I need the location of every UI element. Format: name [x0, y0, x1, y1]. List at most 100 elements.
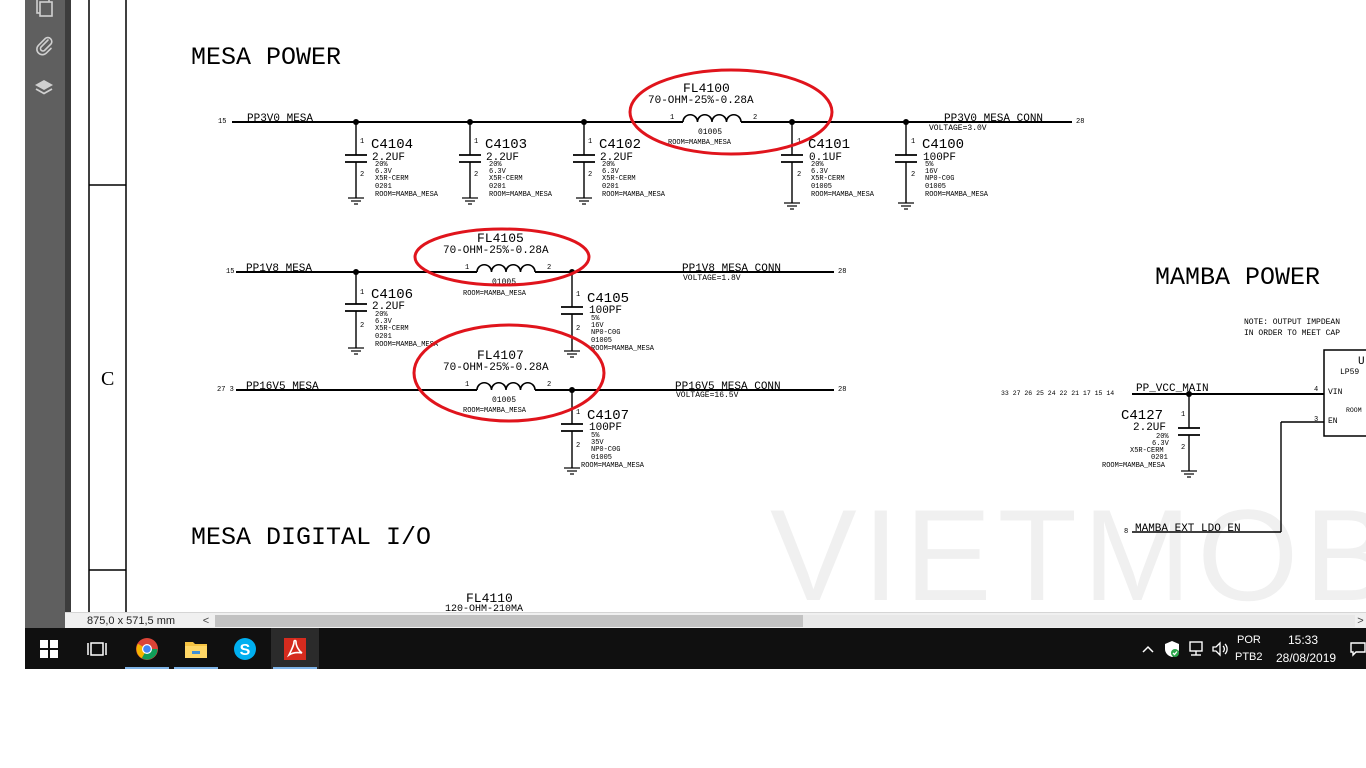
svg-text:6.3V: 6.3V — [602, 168, 620, 176]
svg-text:MAMBA_EXT_LDO_EN: MAMBA_EXT_LDO_EN — [1135, 523, 1241, 535]
regulator-ic[interactable]: U LP59 4 VIN ROOM 3 EN — [1314, 349, 1366, 437]
svg-text:C4100: C4100 — [922, 137, 964, 153]
cap-c4103[interactable]: 1 2 C4103 2.2UF 20% 6.3V X5R-CERM 0201 R… — [459, 119, 553, 205]
scroll-right-button[interactable]: > — [1357, 615, 1364, 627]
mamba-note-line1: NOTE: OUTPUT IMPDEAN — [1244, 318, 1340, 327]
svg-text:ROOM=MAMBA_MESA: ROOM=MAMBA_MESA — [811, 191, 875, 199]
filter-fl4107[interactable]: FL4107 70-OHM-25%-0.28A 1 2 01005 ROOM=M… — [443, 348, 551, 415]
keyboard-layout[interactable]: PTB2 — [1235, 651, 1263, 663]
horizontal-scrollbar[interactable] — [215, 615, 1355, 627]
status-bar: 875,0 x 571,5 mm < > — [65, 612, 1366, 629]
svg-text:FL4100: FL4100 — [683, 81, 730, 96]
taskbar-skype[interactable]: S — [221, 628, 269, 669]
svg-text:VIN: VIN — [1328, 388, 1343, 397]
svg-text:1: 1 — [576, 409, 580, 417]
mamba-note-line2: IN ORDER TO MEET CAP — [1244, 329, 1340, 338]
pages-thumbnail-icon[interactable] — [30, 0, 58, 22]
svg-text:ROOM=MAMBA_MESA: ROOM=MAMBA_MESA — [375, 341, 439, 349]
svg-text:20%: 20% — [375, 161, 388, 169]
svg-text:2: 2 — [576, 442, 580, 450]
chrome-icon — [136, 637, 158, 660]
layers-icon[interactable] — [30, 74, 58, 102]
cap-c4127[interactable]: 1 2 C4127 2.2UF 20% 6.3V X5R-CERM 0201 R… — [1102, 394, 1200, 478]
horizontal-scroll-thumb[interactable] — [215, 615, 803, 627]
svg-text:01005: 01005 — [492, 278, 516, 287]
svg-text:2: 2 — [753, 114, 757, 122]
svg-text:5%: 5% — [925, 161, 934, 169]
highlight-circle-fl4100 — [628, 68, 834, 156]
svg-text:C4104: C4104 — [371, 137, 413, 153]
svg-text:0201: 0201 — [375, 333, 392, 341]
cap-c4104[interactable]: 1 2 C4104 2.2UF 20% 6.3V X5R-CERM 0201 R… — [345, 119, 439, 205]
svg-text:15: 15 — [226, 268, 234, 276]
svg-text:2: 2 — [576, 325, 580, 333]
running-indicator — [273, 667, 317, 669]
svg-text:ROOM=MAMBA_MESA: ROOM=MAMBA_MESA — [668, 139, 732, 147]
svg-text:2.2UF: 2.2UF — [372, 152, 405, 164]
clock-time[interactable]: 15:33 — [1288, 633, 1319, 647]
svg-text:8: 8 — [1124, 528, 1128, 536]
svg-text:X5R-CERM: X5R-CERM — [811, 175, 845, 183]
svg-text:X5R-CERM: X5R-CERM — [375, 175, 409, 183]
start-button[interactable] — [25, 628, 73, 669]
clock-date[interactable]: 28/08/2019 — [1276, 651, 1337, 665]
svg-text:2.2UF: 2.2UF — [1133, 422, 1166, 434]
schematic-page[interactable]: VIETMOB C MESA POWER MESA DIGITAL I/O MA… — [71, 0, 1366, 612]
svg-text:ROOM=MAMBA_MESA: ROOM=MAMBA_MESA — [489, 191, 553, 199]
cap-c4106[interactable]: 1 2 C4106 2.2UF 20% 6.3V X5R-CERM 0201 R… — [345, 269, 439, 355]
cap-c4107[interactable]: 1 2 C4107 100PF 5% 35V NP0-C0G 01005 ROO… — [561, 387, 645, 475]
net-label-pp1v8-mesa-conn: PP1V8_MESA_CONN — [682, 263, 781, 275]
svg-text:2: 2 — [474, 171, 478, 179]
svg-text:C4101: C4101 — [808, 137, 850, 153]
svg-text:2: 2 — [547, 381, 551, 389]
input-language[interactable]: POR — [1237, 634, 1261, 646]
svg-text:100PF: 100PF — [589, 422, 622, 434]
svg-text:ROOM=MAMBA_MESA: ROOM=MAMBA_MESA — [602, 191, 666, 199]
cap-c4105[interactable]: 1 2 C4105 100PF 5% 16V NP0-C0G 01005 ROO… — [561, 269, 655, 358]
filter-fl4105[interactable]: FL4105 70-OHM-25%-0.28A 1 2 01005 ROOM=M… — [443, 231, 551, 298]
cap-c4100[interactable]: 1 2 C4100 100PF 5% 16V NP0-C0G 01005 ROO… — [895, 119, 989, 210]
task-view-button[interactable] — [73, 628, 121, 669]
svg-text:ROOM=MAMBA_MESA: ROOM=MAMBA_MESA — [375, 191, 439, 199]
svg-text:28: 28 — [838, 268, 846, 276]
folder-icon — [185, 641, 207, 658]
highlight-circle-fl4107 — [412, 323, 606, 423]
svg-text:100PF: 100PF — [923, 152, 956, 164]
svg-text:6.3V: 6.3V — [1152, 440, 1170, 448]
taskbar-file-explorer[interactable] — [172, 628, 220, 669]
cap-c4101[interactable]: 1 2 C4101 0.1UF 20% 6.3V X5R-CERM 01005 … — [781, 119, 875, 210]
windows-logo-icon — [40, 639, 58, 658]
taskbar-acrobat[interactable] — [271, 628, 319, 669]
svg-text:01005: 01005 — [591, 337, 612, 345]
section-title-mesa-digital-io: MESA DIGITAL I/O — [191, 523, 431, 552]
svg-text:C4106: C4106 — [371, 287, 413, 303]
volume-tray[interactable] — [1209, 628, 1231, 669]
svg-text:2: 2 — [588, 171, 592, 179]
svg-text:NP0-C0G: NP0-C0G — [591, 446, 620, 454]
filter-fl4110[interactable]: FL4110 120-OHM-210MA — [445, 591, 523, 612]
show-hidden-icons-button[interactable] — [1138, 628, 1158, 669]
network-tray[interactable] — [1185, 628, 1207, 669]
notification-center-button[interactable] — [1350, 628, 1366, 669]
svg-text:16V: 16V — [591, 322, 604, 330]
taskbar-chrome[interactable] — [123, 628, 171, 669]
cap-c4102[interactable]: 1 2 C4102 2.2UF 20% 6.3V X5R-CERM 0201 R… — [573, 119, 666, 205]
page-size-readout: 875,0 x 571,5 mm — [87, 615, 176, 627]
svg-text:C4127: C4127 — [1121, 408, 1163, 424]
filter-fl4100[interactable]: FL4100 70-OHM-25%-0.28A 1 2 01005 ROOM=M… — [648, 81, 757, 147]
svg-text:1: 1 — [360, 289, 364, 297]
attachments-paperclip-icon[interactable] — [30, 31, 58, 59]
svg-text:120-OHM-210MA: 120-OHM-210MA — [445, 604, 523, 612]
svg-text:70-OHM-25%-0.28A: 70-OHM-25%-0.28A — [443, 245, 549, 257]
notification-icon — [1350, 641, 1366, 657]
svg-text:70-OHM-25%-0.28A: 70-OHM-25%-0.28A — [648, 95, 754, 107]
task-view-icon — [87, 641, 107, 656]
scroll-left-button[interactable]: < — [202, 615, 210, 627]
svg-text:C4105: C4105 — [587, 291, 629, 307]
svg-text:VOLTAGE=16.5V: VOLTAGE=16.5V — [676, 391, 739, 400]
windows-defender-tray[interactable] — [1161, 628, 1183, 669]
running-indicator — [125, 667, 169, 669]
running-indicator — [174, 667, 218, 669]
svg-text:35V: 35V — [591, 439, 604, 447]
svg-text:1: 1 — [1181, 411, 1185, 419]
